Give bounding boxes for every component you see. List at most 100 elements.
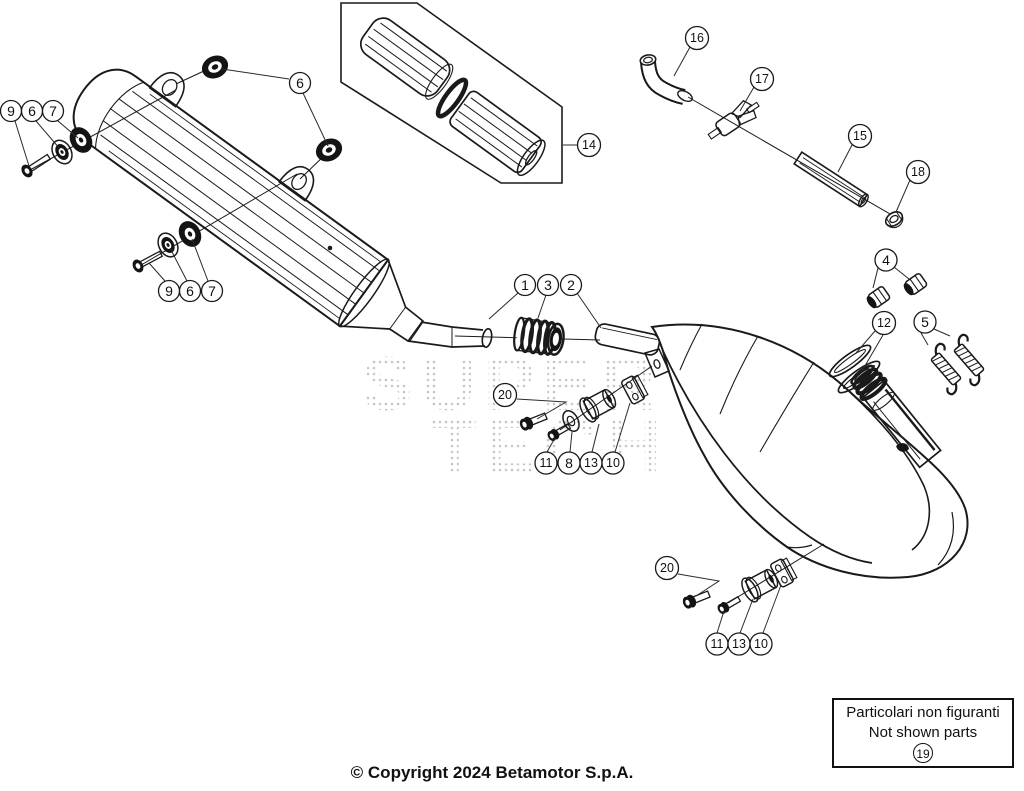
exhaust-springs — [930, 333, 985, 396]
callout-4: 4 — [874, 248, 898, 272]
leader-line — [861, 334, 884, 372]
mount-group-lower — [682, 557, 798, 615]
bolt — [21, 153, 52, 178]
svg-text:13: 13 — [732, 637, 746, 651]
callout-11: 11 — [705, 632, 729, 656]
bolt — [547, 422, 572, 442]
callout-15: 15 — [847, 123, 873, 149]
callout-11: 11 — [534, 451, 558, 475]
silencer-tab-rear — [277, 166, 315, 202]
svg-text:9: 9 — [165, 283, 173, 299]
callout-13: 13 — [727, 632, 751, 656]
svg-text:8: 8 — [565, 455, 573, 471]
callout-3: 3 — [536, 273, 560, 297]
callout-5: 5 — [913, 310, 937, 334]
not-shown-parts-line1: Particolari non figuranti — [846, 704, 1000, 721]
callout-20: 20 — [492, 382, 518, 408]
callout-10: 10 — [749, 632, 773, 656]
callout-6: 6 — [20, 99, 44, 123]
svg-text:6: 6 — [296, 75, 304, 91]
svg-text:11: 11 — [540, 456, 553, 470]
leader-line — [677, 573, 721, 597]
callout-17: 17 — [749, 66, 775, 92]
leader-line — [933, 328, 951, 337]
callout-7: 7 — [200, 279, 224, 303]
svg-text:15: 15 — [853, 129, 867, 143]
leader-line — [837, 144, 853, 173]
straight-tube — [793, 151, 869, 208]
svg-text:10: 10 — [754, 637, 768, 651]
washer — [157, 232, 179, 258]
svg-text:9: 9 — [7, 103, 15, 119]
svg-text:2: 2 — [567, 277, 575, 293]
svg-text:3: 3 — [544, 277, 552, 293]
chamber-front-tab — [643, 348, 670, 378]
svg-text:5: 5 — [921, 314, 929, 330]
callout-8: 8 — [557, 451, 581, 475]
mount-hardware-rear — [132, 221, 202, 273]
breather-elbow — [639, 54, 693, 105]
callout-2: 2 — [559, 273, 583, 297]
callout-7: 7 — [41, 99, 65, 123]
leader-line — [576, 292, 602, 329]
callout-14: 14 — [576, 132, 602, 158]
callout-6: 6 — [288, 71, 312, 95]
leader-line — [148, 262, 166, 282]
svg-text:6: 6 — [28, 103, 36, 119]
not-shown-parts-line2: Not shown parts — [868, 723, 978, 741]
leader-line — [591, 423, 600, 453]
leader-line — [221, 68, 290, 80]
silencer-inlet-pipe — [407, 321, 493, 348]
callout-6: 6 — [178, 279, 202, 303]
leader-line — [169, 247, 188, 282]
leader-line — [920, 332, 929, 346]
leader-line — [35, 120, 61, 150]
exhaust-caps — [866, 273, 928, 309]
svg-text:4: 4 — [882, 252, 890, 268]
svg-text:10: 10 — [606, 456, 620, 470]
not-shown-parts-box: Particolari non figuranti Not shown part… — [832, 698, 1014, 768]
callout-9: 9 — [0, 99, 23, 123]
copyright-text: © Copyright 2024 Betamotor S.p.A. — [350, 763, 634, 782]
callout-18: 18 — [905, 159, 931, 185]
leader-line — [872, 267, 879, 289]
flex-coupling — [513, 316, 565, 357]
callout-13: 13 — [579, 451, 603, 475]
svg-text:1: 1 — [521, 277, 529, 293]
expansion-chamber — [643, 323, 969, 579]
svg-text:17: 17 — [755, 72, 769, 86]
leader-line — [569, 431, 573, 453]
rivet — [327, 245, 333, 251]
watermark: SUPER TECH — [362, 342, 661, 489]
svg-text:7: 7 — [208, 283, 216, 299]
svg-text:14: 14 — [582, 138, 596, 152]
callout-19: 19 — [913, 743, 933, 763]
rubber-grommets — [201, 55, 343, 162]
svg-text:6: 6 — [186, 283, 194, 299]
bolt — [717, 595, 742, 615]
leader-line — [537, 294, 547, 319]
leader-line — [488, 292, 519, 320]
clamp-bracket — [621, 374, 649, 405]
bolt — [682, 590, 711, 609]
flange-nut — [884, 211, 904, 229]
bolt — [519, 412, 548, 431]
silencer-packing — [359, 17, 546, 177]
callout-1: 1 — [513, 273, 537, 297]
leader-line — [14, 120, 30, 167]
spacer — [69, 127, 93, 153]
leader-line — [191, 238, 209, 282]
callout-10: 10 — [601, 451, 625, 475]
leader-line — [546, 437, 556, 453]
bushing — [741, 568, 779, 603]
pipe-open-end — [481, 328, 493, 348]
silencer — [72, 68, 493, 348]
svg-text:16: 16 — [690, 31, 704, 45]
svg-text:12: 12 — [877, 316, 891, 330]
chamber-outlet-stub — [850, 364, 942, 469]
assembly-axis-lines — [29, 69, 891, 604]
callout-16: 16 — [684, 25, 710, 51]
